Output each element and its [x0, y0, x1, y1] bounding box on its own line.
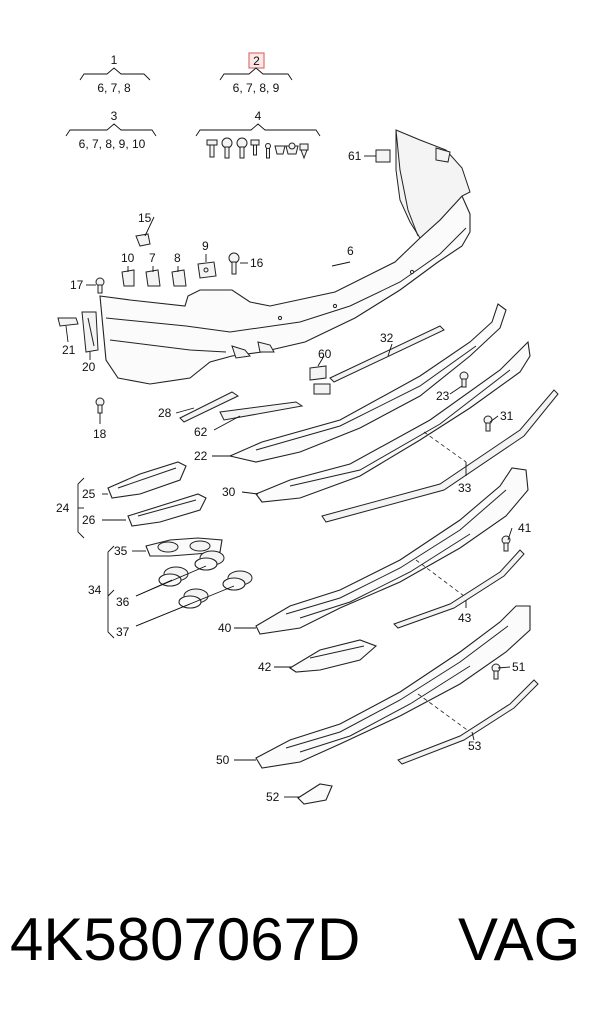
strip-28 [179, 391, 240, 423]
diffuser-50 [255, 605, 531, 769]
callout-53: 53 [468, 739, 482, 753]
bracket-7 [145, 269, 161, 287]
bolt-23 [459, 371, 469, 388]
insert-26 [127, 493, 207, 527]
clip-21 [57, 317, 79, 327]
brand-label: VAG [458, 906, 581, 973]
callout-52: 52 [266, 790, 280, 804]
callout-23: 23 [436, 389, 450, 403]
callout-25: 25 [82, 487, 96, 501]
callout-40: 40 [218, 621, 232, 635]
group-4-number: 4 [255, 109, 262, 123]
callout-37: 37 [116, 625, 130, 639]
callout-20: 20 [82, 360, 96, 374]
callout-43: 43 [458, 611, 472, 625]
callout-33: 33 [458, 481, 472, 495]
bumper-cover [99, 129, 471, 385]
group-1: 1 6, 7, 8 [79, 53, 151, 95]
callout-15: 15 [138, 211, 152, 225]
tip-36b [194, 550, 225, 571]
diffuser-40 [255, 467, 529, 635]
callout-16: 16 [250, 256, 264, 270]
nut-9 [197, 261, 217, 279]
bracket-8 [171, 269, 187, 287]
group-3-number: 3 [111, 109, 118, 123]
group-1-sub: 6, 7, 8 [97, 81, 131, 95]
footer: 4K5807067D VAG [0, 890, 600, 990]
callout-42: 42 [258, 660, 272, 674]
bracket-60 [309, 365, 331, 395]
tip-36a [158, 566, 189, 587]
callout-41: 41 [518, 521, 532, 535]
group-4: 4 [195, 109, 321, 160]
clip-15 [135, 233, 151, 247]
callout-50: 50 [216, 753, 230, 767]
callout-8: 8 [174, 251, 181, 265]
callout-35: 35 [114, 544, 128, 558]
bolt-18 [95, 397, 105, 414]
diffuser-30 [255, 340, 531, 503]
strip-62 [219, 401, 304, 421]
bracket-61 [375, 149, 391, 163]
bracket-10 [121, 269, 135, 287]
callout-24: 24 [56, 501, 70, 515]
callout-30: 30 [222, 485, 236, 499]
insert-52 [297, 783, 333, 805]
group-3-sub: 6, 7, 8, 9, 10 [79, 137, 146, 151]
tip-37b [222, 570, 253, 591]
insert-25 [107, 461, 187, 499]
callout-32: 32 [380, 331, 394, 345]
trim-32 [329, 325, 445, 383]
callout-34: 34 [88, 583, 102, 597]
bolt-31 [483, 415, 493, 432]
callout-60: 60 [318, 347, 332, 361]
callout-18: 18 [93, 427, 107, 441]
callout-21: 21 [62, 343, 76, 357]
bolt-17 [95, 277, 105, 294]
callout-51: 51 [512, 660, 526, 674]
trim-35 [145, 537, 223, 557]
group-1-number: 1 [111, 53, 118, 67]
tip-37a [178, 588, 209, 609]
group-2: 2 6, 7, 8, 9 [219, 52, 293, 95]
callout-22: 22 [194, 449, 208, 463]
callout-61: 61 [348, 149, 362, 163]
group-3: 3 6, 7, 8, 9, 10 [65, 109, 157, 151]
strip-43 [393, 549, 525, 629]
callout-26: 26 [82, 513, 96, 527]
group-2-sub: 6, 7, 8, 9 [233, 81, 280, 95]
bolt-16 [228, 252, 240, 275]
leader-lines [65, 155, 513, 798]
callout-10: 10 [121, 251, 135, 265]
callout-62: 62 [194, 425, 208, 439]
part-number: 4K5807067D [10, 906, 361, 973]
callout-36: 36 [116, 595, 130, 609]
callout-labels: 6 15 10 7 8 9 16 17 18 20 21 28 62 22 23… [56, 149, 532, 804]
callout-6: 6 [347, 244, 354, 258]
bolt-51 [491, 663, 501, 680]
callout-31: 31 [500, 409, 514, 423]
group-2-number: 2 [253, 54, 260, 68]
callout-9: 9 [202, 239, 209, 253]
strip-33 [321, 389, 559, 523]
callout-7: 7 [149, 251, 156, 265]
callout-17: 17 [70, 278, 84, 292]
callout-28: 28 [158, 406, 172, 420]
fastener-set-icon [206, 137, 309, 160]
bracket-20 [81, 311, 99, 353]
insert-42 [288, 639, 378, 673]
strip-53 [397, 679, 539, 765]
diffuser-22 [228, 303, 507, 463]
bolt-41 [501, 535, 511, 552]
